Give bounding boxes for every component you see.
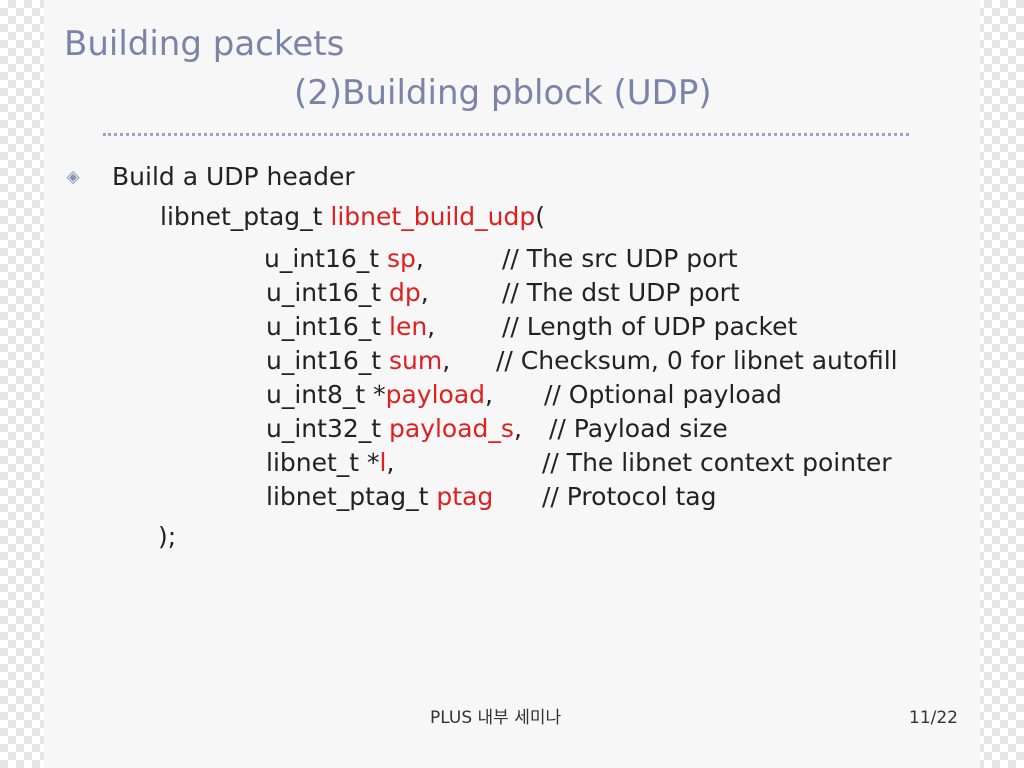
- close-paren: );: [158, 522, 177, 551]
- param-row: libnet_ptag_t ptag: [266, 482, 493, 512]
- param-row: libnet_t *l,: [266, 448, 394, 478]
- slide-subtitle: (2)Building pblock (UDP): [294, 73, 712, 113]
- param-type: libnet_t *: [266, 448, 380, 477]
- slide-title: Building packets: [64, 24, 345, 64]
- slide: Building packets (2)Building pblock (UDP…: [44, 0, 980, 768]
- param-sep: ,: [420, 278, 429, 307]
- param-comment: // The src UDP port: [502, 244, 738, 273]
- param-comment: // Length of UDP packet: [502, 312, 798, 341]
- page-number: 11/22: [909, 708, 958, 728]
- footer-title: PLUS 내부 세미나: [430, 708, 562, 728]
- param-name: sum: [389, 346, 443, 375]
- param-sep: ,: [442, 346, 451, 375]
- function-name: libnet_build_udp: [330, 202, 536, 231]
- param-type: u_int16_t: [266, 278, 389, 307]
- param-comment: // Checksum, 0 for libnet autofill: [496, 346, 898, 375]
- param-name: len: [389, 312, 428, 341]
- param-name: payload: [385, 380, 486, 409]
- return-type: libnet_ptag_t: [160, 202, 331, 231]
- param-row: u_int16_t sp,: [264, 244, 424, 274]
- function-signature: libnet_ptag_t libnet_build_udp(: [160, 202, 545, 232]
- param-comment: // The dst UDP port: [502, 278, 740, 307]
- param-name: payload_s: [389, 414, 514, 443]
- param-type: u_int16_t: [266, 346, 389, 375]
- param-type: u_int8_t *: [266, 380, 386, 409]
- param-type: u_int16_t: [264, 244, 387, 273]
- param-name: sp: [387, 244, 416, 273]
- bullet-text: Build a UDP header: [112, 162, 355, 191]
- param-name: ptag: [436, 482, 494, 511]
- param-name: l: [379, 448, 387, 477]
- title-divider: [103, 133, 909, 136]
- param-sep: ,: [485, 380, 493, 409]
- param-row: u_int32_t payload_s,: [266, 414, 522, 444]
- param-sep: ,: [415, 244, 424, 273]
- param-name: dp: [389, 278, 421, 307]
- diamond-bullet-icon: ◈: [66, 167, 80, 187]
- param-type: libnet_ptag_t: [266, 482, 437, 511]
- param-comment: // Protocol tag: [542, 482, 717, 511]
- param-sep: ,: [386, 448, 395, 477]
- param-sep: ,: [427, 312, 436, 341]
- param-type: u_int32_t: [266, 414, 389, 443]
- param-row: u_int16_t len,: [266, 312, 435, 342]
- param-sep: ,: [513, 414, 522, 443]
- param-row: u_int16_t dp,: [266, 278, 429, 308]
- param-type: u_int16_t: [266, 312, 389, 341]
- param-row: u_int8_t *payload,: [266, 380, 493, 410]
- param-comment: // The libnet context pointer: [542, 448, 892, 477]
- param-comment: // Payload size: [549, 414, 728, 443]
- param-row: u_int16_t sum,: [266, 346, 450, 376]
- open-paren: (: [535, 202, 546, 231]
- param-comment: // Optional payload: [544, 380, 782, 409]
